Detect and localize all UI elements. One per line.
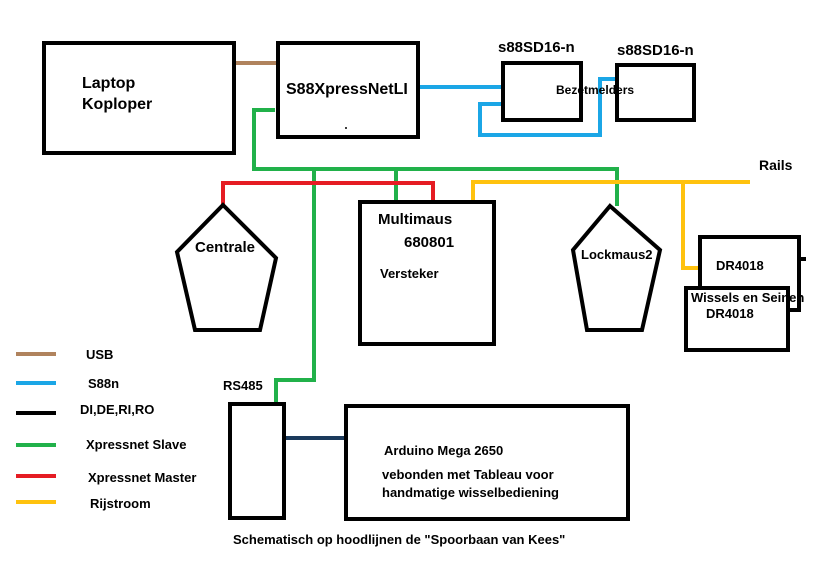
legend-label-xpressnet-slave: Xpressnet Slave bbox=[86, 437, 186, 452]
arduino-label-line3: handmatige wisselbediening bbox=[382, 485, 559, 500]
rails-label: Rails bbox=[759, 157, 793, 173]
arduino-label-line2: vebonden met Tableau voor bbox=[382, 467, 554, 482]
arduino-label-line1: Arduino Mega 2650 bbox=[384, 443, 503, 458]
rijstroom-wire bbox=[471, 180, 750, 200]
lockmaus-label: Lockmaus2 bbox=[581, 247, 653, 262]
s88-module-2-block bbox=[615, 63, 696, 122]
s88-module-1-label: s88SD16-n bbox=[498, 39, 575, 56]
lockmaus-block bbox=[570, 203, 663, 332]
laptop-label-line2: Koploper bbox=[82, 96, 152, 113]
xpressnet-slave-drop-rs485 bbox=[274, 169, 316, 406]
interface-label: S88XpressNetLI bbox=[286, 81, 408, 98]
arduino-block bbox=[344, 404, 630, 521]
laptop-block bbox=[42, 41, 236, 155]
versteker-label: Versteker bbox=[380, 266, 439, 281]
multimaus-label-line1: Multimaus bbox=[378, 211, 452, 228]
dr4018-bottom-block bbox=[684, 286, 790, 352]
legend-label-rijstroom: Rijstroom bbox=[90, 496, 151, 511]
legend-label-di-de-ri-ro: DI,DE,RI,RO bbox=[80, 402, 154, 417]
dr4018-top-marker bbox=[800, 257, 806, 261]
legend-label-s88n: S88n bbox=[88, 376, 119, 391]
centrale-label: Centrale bbox=[195, 239, 255, 256]
s88-module-2-label: s88SD16-n bbox=[617, 42, 694, 59]
legend-label-usb: USB bbox=[86, 347, 113, 362]
s88-caption: Bezetmelders bbox=[556, 83, 634, 97]
legend: USB S88n DI,DE,RI,RO Xpressnet Slave Xpr… bbox=[16, 347, 196, 511]
xpressnet-master-wire bbox=[221, 181, 435, 205]
dr4018-top-label: DR4018 bbox=[716, 258, 764, 273]
interface-dot bbox=[345, 127, 347, 129]
multimaus-block bbox=[358, 200, 496, 346]
rs485-label: RS485 bbox=[223, 378, 263, 393]
rijstroom-drop-dr4018 bbox=[681, 182, 700, 270]
rs485-block bbox=[228, 402, 286, 520]
wissels-caption: Wissels en Seinen bbox=[691, 290, 804, 305]
dr4018-bottom-label: DR4018 bbox=[706, 306, 754, 321]
s88n-wire-loop bbox=[478, 77, 617, 137]
s88-module-1-block bbox=[501, 61, 583, 122]
centrale-block bbox=[174, 202, 279, 332]
diagram-caption: Schematisch op hoodlijnen de "Spoorbaan … bbox=[233, 532, 565, 547]
interface-block bbox=[276, 41, 420, 139]
laptop-label-line1: Laptop bbox=[82, 75, 136, 92]
multimaus-label-line2: 680801 bbox=[404, 234, 454, 251]
legend-label-xpressnet-master: Xpressnet Master bbox=[88, 470, 196, 485]
